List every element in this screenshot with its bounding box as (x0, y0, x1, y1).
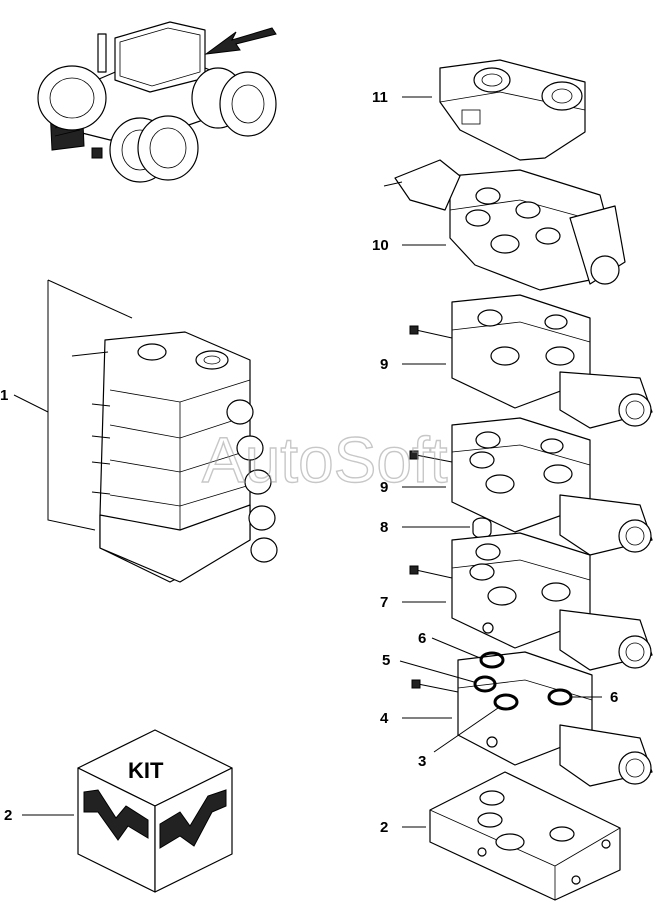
callout-3: 3 (418, 753, 426, 770)
valve-assembly-left (47, 279, 278, 583)
part-9-upper-section (409, 294, 653, 429)
kit-logo-right (159, 789, 227, 849)
callout-2-base: 2 (380, 819, 388, 836)
callout-1: 1 (0, 387, 8, 404)
part-11-end-cover (439, 59, 586, 161)
callout-9-lower: 9 (380, 479, 388, 496)
callout-5: 5 (382, 652, 390, 669)
part-8-plug (472, 517, 492, 539)
watermark: AutoSoft (202, 424, 448, 496)
callout-9-upper: 9 (380, 356, 388, 373)
callout-2-kit: 2 (4, 807, 12, 824)
tractor-illustration (37, 21, 277, 183)
part-4-section (411, 651, 653, 787)
callout-6-upper: 6 (418, 630, 426, 647)
leader-1 (13, 394, 49, 413)
kit-logo-left (83, 789, 149, 841)
leader-6a (431, 637, 481, 659)
kit-label: KIT (128, 758, 164, 783)
part-9-lower-section (409, 417, 653, 556)
callout-7: 7 (380, 594, 388, 611)
part-7-section (409, 532, 653, 671)
callout-4: 4 (380, 710, 389, 727)
callout-8: 8 (380, 519, 388, 536)
part-10-inlet-section (383, 159, 626, 291)
kit-box (77, 729, 233, 893)
callout-10: 10 (372, 237, 389, 254)
leader-3 (433, 707, 499, 753)
callout-11: 11 (372, 89, 388, 106)
o-ring-seals (473, 651, 573, 711)
callout-6-right: 6 (610, 689, 618, 706)
leader-5 (399, 660, 475, 683)
part-2-base-plate (429, 771, 621, 901)
